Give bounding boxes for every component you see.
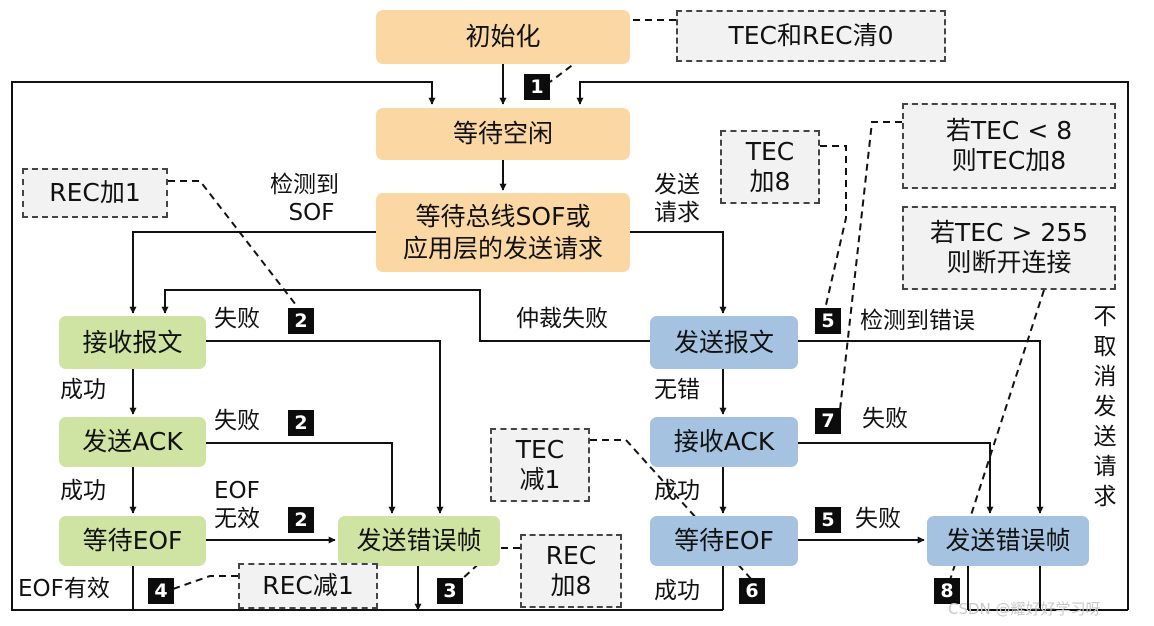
- arrow-ack-fail: [206, 442, 396, 514]
- label-cancel-request-3: 发: [1093, 394, 1117, 420]
- label-cancel-request-1: 取: [1093, 334, 1117, 360]
- watermark: CSDN @耀好好学习呀: [948, 600, 1101, 618]
- label-cancel-request-5: 请: [1093, 454, 1117, 480]
- loop-right-outer: [576, 81, 1129, 610]
- label-send-request-line1: 发送: [654, 172, 700, 198]
- badge-2-ack: 2: [288, 410, 314, 436]
- state-tx-frame-label: 发送报文: [673, 327, 774, 357]
- note-rec-add1-text: REC加1: [49, 178, 141, 207]
- label-detect-sof-line2: SOF: [288, 199, 335, 226]
- label-detect-sof: 检测到 SOF: [270, 172, 339, 227]
- state-rx-frame: 接收报文: [59, 316, 206, 369]
- arrow-tx-detect-error: [798, 340, 1044, 514]
- label-success-rxack: 成功: [654, 478, 700, 504]
- note-tec-add8-line2: 加8: [749, 167, 791, 196]
- state-wait-idle: 等待空闲: [376, 108, 630, 160]
- label-eof-invalid-line2: 无效: [214, 505, 260, 532]
- state-wait-bus-line1: 等待总线SOF或: [415, 202, 591, 232]
- state-tx-error-left-label: 发送错误帧: [356, 526, 482, 556]
- label-cancel-request: 不 取 消 发 送 请 求: [1092, 302, 1118, 512]
- badge-5-fail: 5: [815, 507, 841, 533]
- state-tx-error-right: 发送错误帧: [927, 516, 1089, 566]
- note-tec-lt8-line2: 则TEC加8: [951, 146, 1067, 175]
- leader-note-tec-add8: [820, 145, 847, 306]
- state-wait-bus-line2: 应用层的发送请求: [402, 233, 603, 263]
- state-rx-ack: 接收ACK: [650, 417, 798, 467]
- arrow-bus-to-rx: [129, 231, 378, 314]
- arrow-rxack-fail: [798, 442, 994, 514]
- label-fail-rxack: 失败: [862, 406, 908, 432]
- state-tx-frame: 发送报文: [650, 316, 798, 369]
- note-rec-add1: REC加1: [22, 168, 168, 218]
- state-wait-eof-left-label: 等待EOF: [82, 526, 183, 556]
- note-tec-gt255-line2: 则断开连接: [946, 248, 1072, 277]
- badge-2-eof: 2: [288, 507, 314, 533]
- loop-left-outer: [11, 81, 436, 611]
- label-eof-invalid-line1: EOF: [214, 478, 260, 504]
- state-wait-bus: 等待总线SOF或 应用层的发送请求: [376, 193, 630, 272]
- note-tec-sub1: TEC 减1: [490, 428, 590, 502]
- note-rec-sub1-text: REC减1: [262, 571, 354, 600]
- label-arbitration-lost: 仲裁失败: [516, 306, 608, 332]
- label-eof-invalid: EOF 无效: [214, 478, 260, 533]
- label-detect-sof-line1: 检测到: [270, 172, 339, 198]
- label-send-request: 发送 请求: [654, 172, 700, 227]
- state-tx-error-right-label: 发送错误帧: [945, 526, 1071, 556]
- label-no-error: 无错: [654, 377, 700, 403]
- label-cancel-request-0: 不: [1093, 304, 1117, 330]
- note-rec-add8-line1: REC: [545, 541, 597, 570]
- badge-5-detect: 5: [815, 308, 841, 334]
- badge-7: 7: [815, 408, 841, 434]
- note-rec-add8: REC 加8: [520, 534, 622, 608]
- note-tec-add8: TEC 加8: [720, 130, 820, 204]
- label-cancel-request-2: 消: [1093, 364, 1117, 390]
- leader-note-tec-lt8: [839, 121, 902, 411]
- state-rx-ack-label: 接收ACK: [673, 427, 775, 457]
- note-tec-lt8: 若TEC < 8 则TEC加8: [902, 103, 1116, 189]
- state-wait-eof-right: 等待EOF: [650, 516, 798, 566]
- badge-2-rx: 2: [288, 308, 314, 334]
- note-tec-add8-line1: TEC: [745, 137, 795, 166]
- note-rec-add8-line2: 加8: [550, 571, 592, 600]
- note-rec-sub1: REC减1: [238, 563, 378, 609]
- label-fail-ack: 失败: [214, 408, 260, 434]
- leader-note-rec-add1: [168, 180, 297, 306]
- note-tec-sub1-line2: 减1: [519, 465, 561, 494]
- label-eof-valid: EOF有效: [18, 576, 110, 602]
- leader-note-rec-sub1: [169, 575, 238, 591]
- label-detect-error: 检测到错误: [860, 308, 975, 334]
- state-rx-frame-label: 接收报文: [82, 327, 183, 357]
- label-success-ack: 成功: [60, 478, 106, 504]
- label-success-eof-right: 成功: [654, 578, 700, 604]
- state-wait-eof-right-label: 等待EOF: [674, 526, 774, 556]
- label-cancel-request-6: 求: [1093, 484, 1117, 510]
- label-cancel-request-4: 送: [1093, 424, 1117, 450]
- state-tx-error-left: 发送错误帧: [338, 516, 500, 566]
- state-tx-ack: 发送ACK: [59, 417, 206, 467]
- label-fail-eof-right: 失败: [855, 506, 901, 532]
- note-tec-rec-clear: TEC和REC清0: [676, 10, 946, 62]
- note-tec-sub1-line1: TEC: [515, 435, 565, 464]
- state-tx-ack-label: 发送ACK: [82, 427, 183, 457]
- arrow-rx-fail: [206, 340, 444, 514]
- label-fail-rx: 失败: [214, 306, 260, 332]
- note-tec-gt255: 若TEC > 255 则断开连接: [902, 206, 1116, 290]
- state-init: 初始化: [376, 10, 630, 64]
- note-tec-lt8-line1: 若TEC < 8: [945, 116, 1073, 145]
- label-success-rx: 成功: [60, 377, 106, 403]
- badge-1: 1: [524, 74, 550, 100]
- state-wait-idle-label: 等待空闲: [452, 119, 553, 149]
- state-init-label: 初始化: [465, 22, 541, 52]
- arrow-arbitration-lost: [161, 289, 650, 342]
- badge-8: 8: [934, 578, 960, 604]
- badge-4: 4: [148, 578, 174, 604]
- badge-6: 6: [739, 578, 765, 604]
- arrow-bus-to-tx: [628, 231, 727, 314]
- label-send-request-line2: 请求: [654, 199, 700, 226]
- note-tec-gt255-line1: 若TEC > 255: [929, 218, 1089, 247]
- state-wait-eof-left: 等待EOF: [59, 516, 206, 566]
- note-tec-rec-clear-text: TEC和REC清0: [728, 21, 894, 50]
- badge-3: 3: [437, 578, 463, 604]
